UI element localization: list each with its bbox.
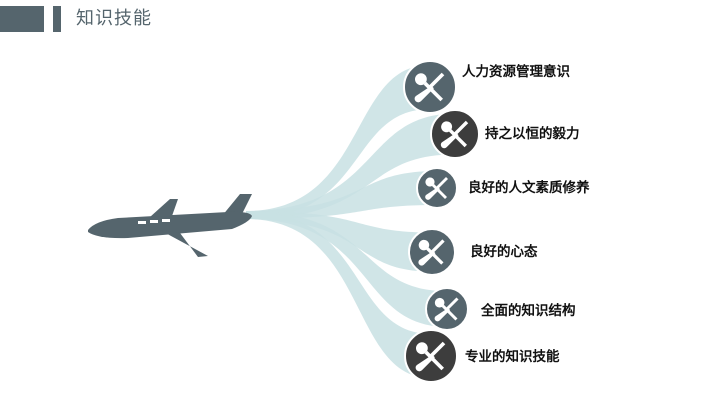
airplane-icon [88, 194, 252, 257]
light-ray [246, 113, 455, 219]
skill-label: 全面的知识结构 [481, 303, 576, 319]
skill-label: 持之以恒的毅力 [485, 126, 580, 142]
light-ray [246, 211, 431, 379]
skill-node [408, 228, 456, 276]
skill-node [416, 167, 458, 209]
skill-node [425, 287, 469, 331]
light-rays [246, 64, 455, 379]
light-ray [246, 64, 430, 220]
light-ray [246, 171, 437, 219]
skill-label: 人力资源管理意识 [462, 64, 570, 80]
skill-label: 专业的知识技能 [465, 349, 560, 365]
light-ray [246, 211, 447, 327]
skill-node [403, 60, 457, 114]
skill-node [430, 109, 480, 159]
header-accent-bar [53, 6, 61, 32]
light-ray [246, 211, 432, 272]
page-title: 知识技能 [76, 8, 152, 29]
skill-label: 良好的心态 [470, 244, 538, 260]
skill-node [404, 329, 458, 383]
header-accent-block [0, 6, 44, 32]
skill-label: 良好的人文素质修养 [468, 180, 590, 196]
